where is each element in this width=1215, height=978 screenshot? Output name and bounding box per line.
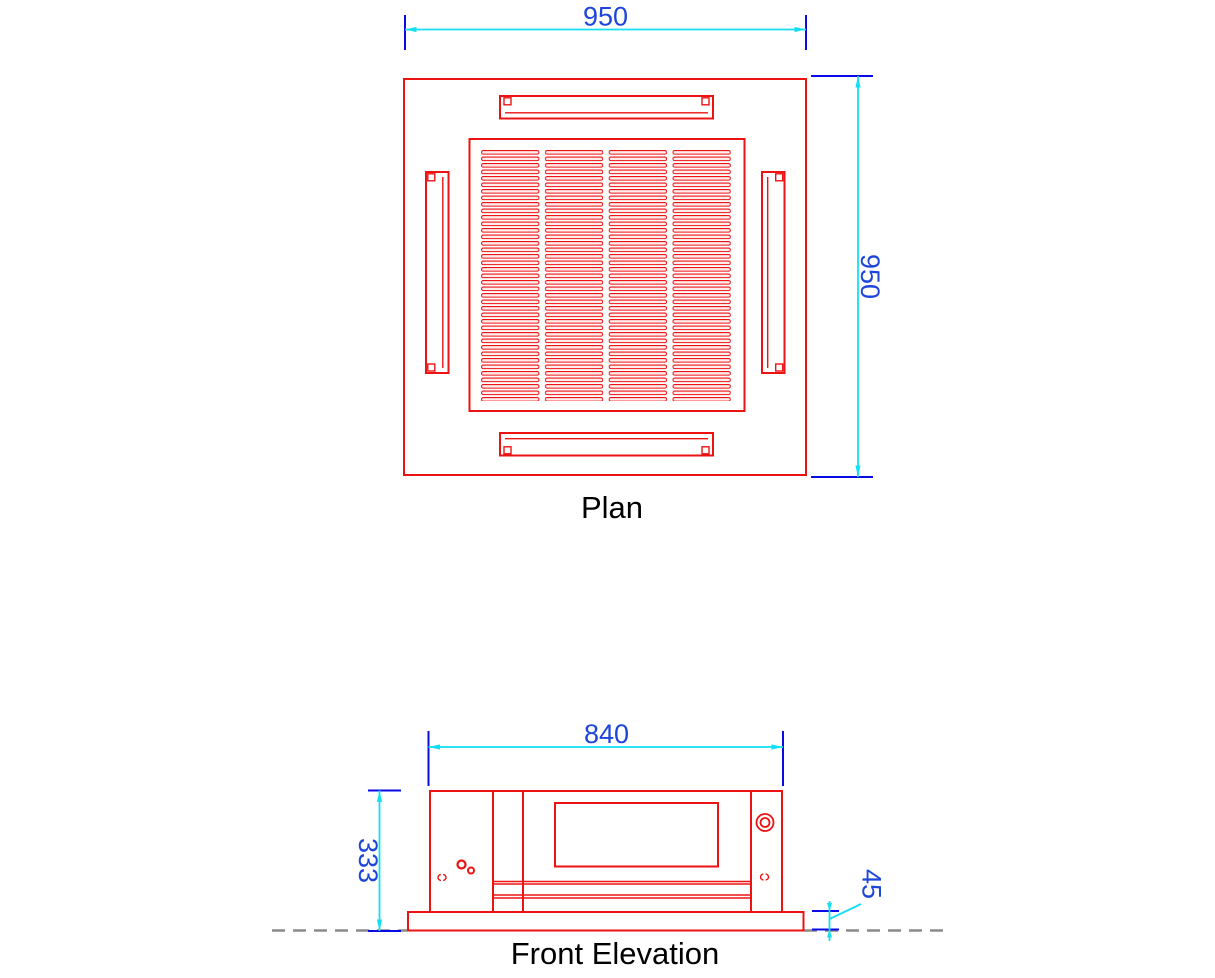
- dim-text-elevation-width: 840: [584, 719, 629, 749]
- plan-view: 950 950 Plan: [403, 2, 885, 525]
- arrowhead-icon: [855, 76, 861, 88]
- vent-notch: [775, 173, 784, 182]
- vent-louver-outline: [761, 171, 786, 374]
- dim-elevation-height: 333: [353, 789, 401, 932]
- plan-vent-left: [425, 171, 450, 374]
- arrowhead-icon: [405, 26, 417, 33]
- vent-notch: [427, 363, 436, 372]
- plan-center-grille-frame: [468, 138, 746, 412]
- arrowhead-icon: [376, 919, 383, 931]
- dim-text-plan-width: 950: [583, 2, 628, 32]
- arrowhead-icon: [376, 790, 383, 802]
- grille-slat-column: [608, 150, 668, 401]
- vent-louver-outline: [499, 95, 714, 120]
- arrowhead-icon: [827, 903, 832, 911]
- drain-port-outer-ring: [755, 813, 775, 832]
- vent-notch: [503, 446, 512, 455]
- plan-vent-top: [499, 95, 714, 120]
- grille-slat-column: [544, 150, 604, 401]
- clip-symbol: [759, 873, 770, 881]
- arrowhead-icon: [794, 26, 806, 33]
- vent-louver-outline: [425, 171, 450, 374]
- dim-plan-width: 950: [404, 2, 807, 50]
- dim-elevation-width: 840: [427, 719, 784, 786]
- arrowhead-icon: [771, 744, 783, 750]
- dim-plan-depth: 950: [811, 75, 885, 478]
- drain-port-inner-ring: [759, 817, 771, 828]
- plan-grille-slat-columns: [481, 150, 731, 401]
- arrowhead-icon: [855, 465, 861, 477]
- dim-flange-height: 45: [812, 869, 887, 941]
- arrowhead-icon: [827, 929, 832, 938]
- vent-notch: [701, 446, 710, 455]
- body-rib-lines: [493, 880, 751, 899]
- front-elevation-view: 840 333 45 Front Elevation: [272, 719, 947, 971]
- vent-notch: [503, 97, 512, 106]
- vent-notch: [427, 173, 436, 182]
- plan-vent-right: [761, 171, 786, 374]
- dim-text-plan-depth: 950: [855, 254, 885, 299]
- grommet-hole: [456, 859, 467, 870]
- body-opening: [554, 802, 719, 868]
- clip-symbol: [437, 873, 447, 882]
- plan-view-title: Plan: [581, 490, 643, 525]
- arrowhead-icon: [428, 744, 440, 750]
- elevation-flange-panel: [407, 911, 805, 932]
- dim-text-flange-height: 45: [857, 869, 887, 899]
- leader-line: [829, 903, 862, 920]
- grommet-hole: [467, 866, 475, 875]
- vent-louver-outline: [499, 432, 714, 457]
- vent-notch: [701, 97, 710, 106]
- grille-slat-column: [672, 150, 731, 401]
- front-elevation-title: Front Elevation: [511, 936, 720, 971]
- dim-text-elevation-height: 333: [353, 838, 383, 883]
- grille-slat-column: [481, 150, 540, 401]
- plan-outer-panel: [403, 78, 807, 476]
- vent-notch: [775, 363, 784, 372]
- plan-vent-bottom: [499, 432, 714, 457]
